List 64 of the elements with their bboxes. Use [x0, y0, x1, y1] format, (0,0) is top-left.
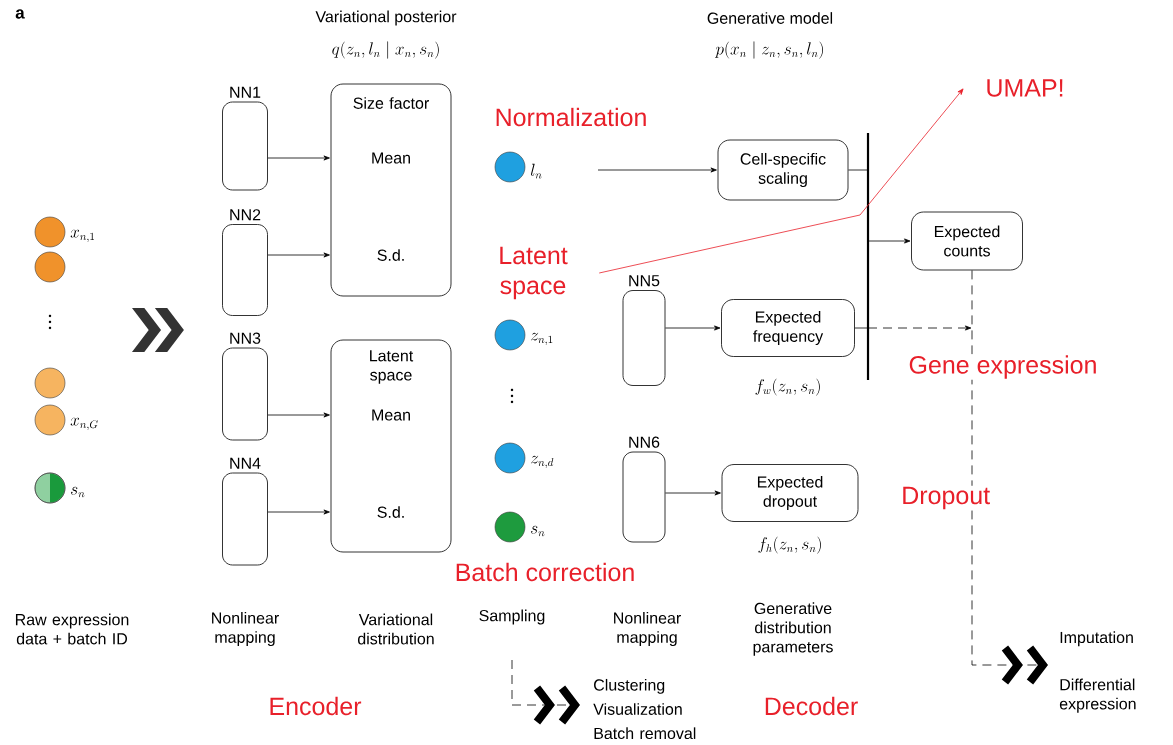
variable-label: $z_{n,d}$: [530, 455, 554, 469]
variable-label: $x_{n,G}$: [70, 417, 98, 431]
column-label: Variational distribution: [358, 613, 434, 645]
annotation-text: Gene expression: [907, 354, 1099, 380]
column-label: Nonlinear mapping: [212, 611, 279, 647]
formula: $p(x_n \mid z_n, s_n, l_n)$: [714, 41, 823, 59]
network-box: NN3: [222, 332, 268, 441]
annotation-text: Normalization: [493, 106, 649, 128]
variable-label: $z_{n,1}$: [530, 332, 553, 346]
column-label: Sampling: [479, 609, 545, 625]
node-label: NN1: [230, 86, 261, 98]
variable-label: $s_n$: [531, 525, 545, 537]
annotation-text: Dropout: [900, 485, 992, 511]
annotation-text: Decoder: [762, 695, 860, 717]
process-box: Expected frequency: [721, 299, 855, 357]
arrow: [267, 252, 330, 258]
column-label: Nonlinear mapping: [614, 611, 681, 647]
annotation-text: UMAP!: [987, 79, 1063, 97]
arrow: [598, 88, 964, 274]
node-label: NN5: [629, 275, 660, 287]
process-box: Expected dropout: [721, 464, 859, 522]
process-box: Expected counts: [911, 211, 1023, 271]
output-text: Imputation Differential expression: [1059, 631, 1136, 713]
node-label: NN6: [629, 436, 660, 448]
filled-circle: [34, 367, 66, 399]
formula: $q(z_n, l_n \mid x_n, s_n)$: [332, 41, 439, 59]
function-label: $f_w(z_n, s_n)$: [755, 378, 820, 396]
dashed-arrow: [867, 325, 972, 331]
network-box: NN1: [222, 86, 268, 191]
node-label: NN3: [230, 332, 261, 344]
arrow: [867, 238, 911, 244]
heading: Variational posterior: [315, 10, 457, 26]
annotation-text: Latent space: [500, 246, 568, 300]
heading: Generative model: [707, 12, 833, 24]
line: [848, 169, 869, 171]
process-box: Cell-specific scaling: [717, 139, 849, 201]
distribution-box: Latent space Mean S.d.: [330, 339, 452, 553]
filled-circle: [34, 251, 66, 283]
network-box: NN5: [622, 275, 666, 386]
arrow: [267, 412, 330, 418]
line: [854, 327, 869, 329]
variable-label: $s_n$: [71, 486, 85, 498]
variable-label: $x_{n,1}$: [70, 229, 94, 243]
network-box: NN2: [222, 209, 268, 316]
variable-label: $l_n$: [531, 163, 542, 179]
arrow: [267, 509, 330, 515]
node-label: NN2: [230, 209, 261, 221]
column-label: Generative distribution parameters: [753, 602, 833, 656]
distribution-box: Size factor Mean S.d.: [330, 83, 452, 297]
panel-letter: a: [15, 9, 25, 19]
node-label: NN4: [230, 457, 261, 469]
arrow: [665, 325, 721, 331]
merge-bar: [866, 133, 870, 380]
network-box: NN6: [622, 436, 666, 543]
annotation-text: Encoder: [267, 695, 363, 717]
network-box: NN4: [222, 457, 268, 566]
output-text: Clustering Visualization Batch removal: [593, 678, 696, 740]
arrow: [597, 167, 717, 173]
annotation-text: Batch correction: [453, 561, 637, 583]
function-label: $f_h(z_n, s_n)$: [758, 536, 821, 554]
arrow: [665, 490, 721, 496]
arrow: [267, 155, 330, 161]
column-label: Raw expression data + batch ID: [15, 613, 129, 645]
dashed-arrow: [971, 270, 1048, 685]
